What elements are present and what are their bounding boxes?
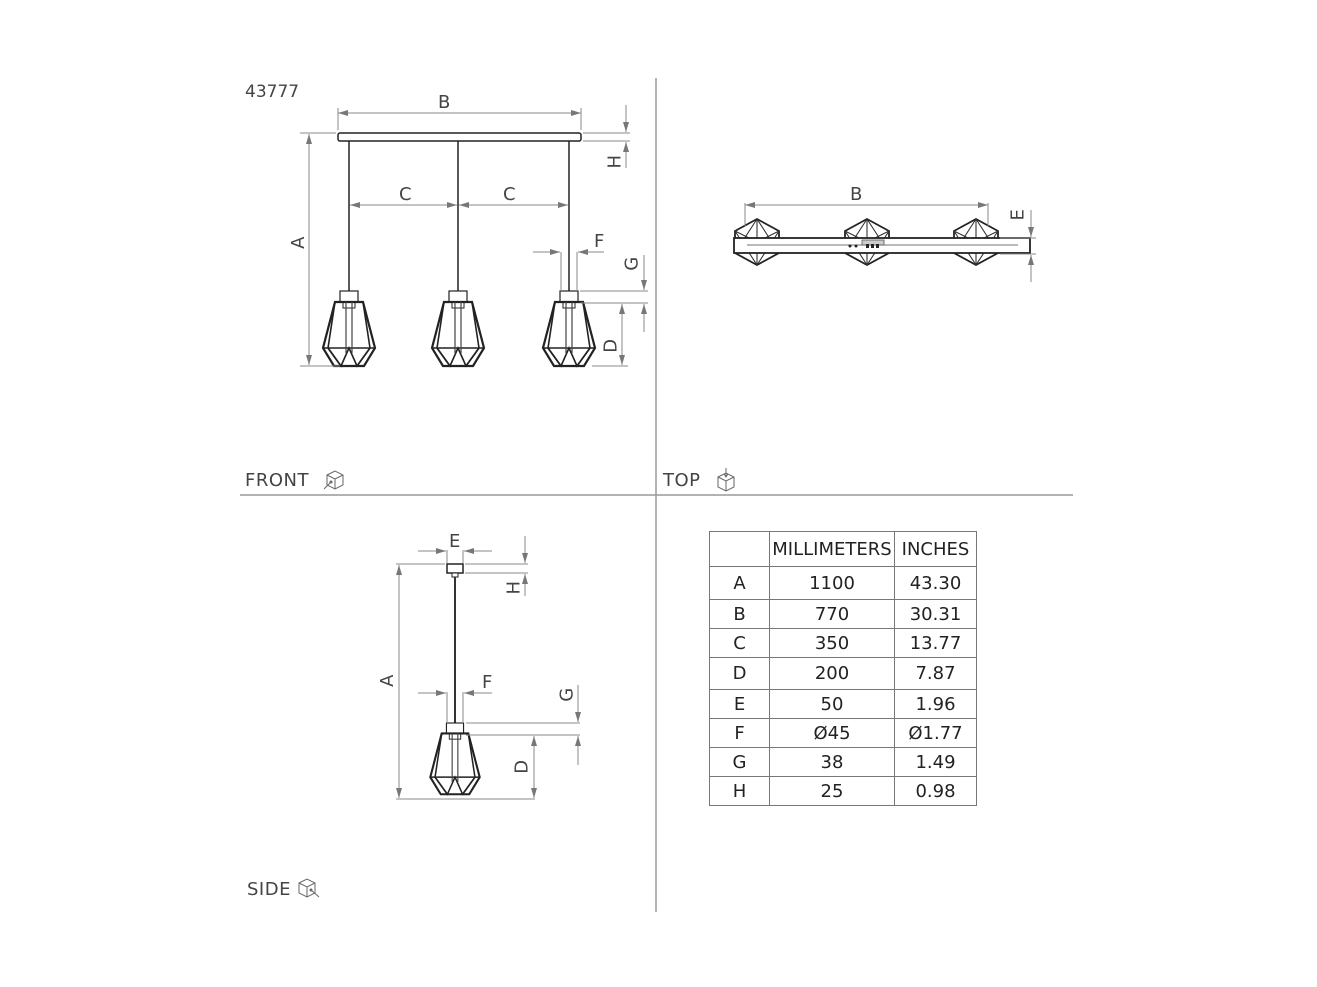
header-cell bbox=[709, 531, 770, 567]
front-view-label: FRONT bbox=[245, 470, 309, 491]
side-dim-a: A bbox=[376, 674, 398, 687]
side-dim-g: G bbox=[556, 687, 578, 702]
side-view-drawing bbox=[396, 536, 581, 800]
side-dim-f: F bbox=[482, 672, 493, 693]
table-header-row: MILLIMETERS INCHES bbox=[709, 531, 977, 567]
top-view-drawing bbox=[733, 202, 1036, 282]
front-view-cube-icon bbox=[323, 470, 344, 490]
front-dim-h: H bbox=[604, 154, 626, 169]
front-dim-g: G bbox=[621, 256, 643, 271]
top-view-cube-icon bbox=[717, 468, 735, 492]
front-view-drawing bbox=[300, 105, 648, 368]
header-millimeters: MILLIMETERS bbox=[769, 531, 895, 567]
top-view-label: TOP bbox=[663, 470, 701, 491]
model-number: 43777 bbox=[245, 82, 300, 102]
side-dim-h: H bbox=[503, 580, 525, 595]
front-dim-c1: C bbox=[399, 184, 413, 205]
side-dim-e: E bbox=[449, 531, 461, 552]
front-dim-c2: C bbox=[503, 184, 517, 205]
side-view-label: SIDE bbox=[247, 879, 291, 900]
front-dim-f: F bbox=[594, 231, 605, 252]
header-inches: INCHES bbox=[894, 531, 977, 567]
side-view-cube-icon bbox=[298, 878, 320, 898]
front-dim-d: D bbox=[600, 338, 622, 353]
front-dim-b: B bbox=[438, 92, 451, 113]
top-dim-e: E bbox=[1007, 208, 1029, 221]
side-dim-d: D bbox=[511, 759, 533, 774]
front-dim-a: A bbox=[287, 236, 309, 249]
top-dim-b: B bbox=[850, 184, 863, 205]
